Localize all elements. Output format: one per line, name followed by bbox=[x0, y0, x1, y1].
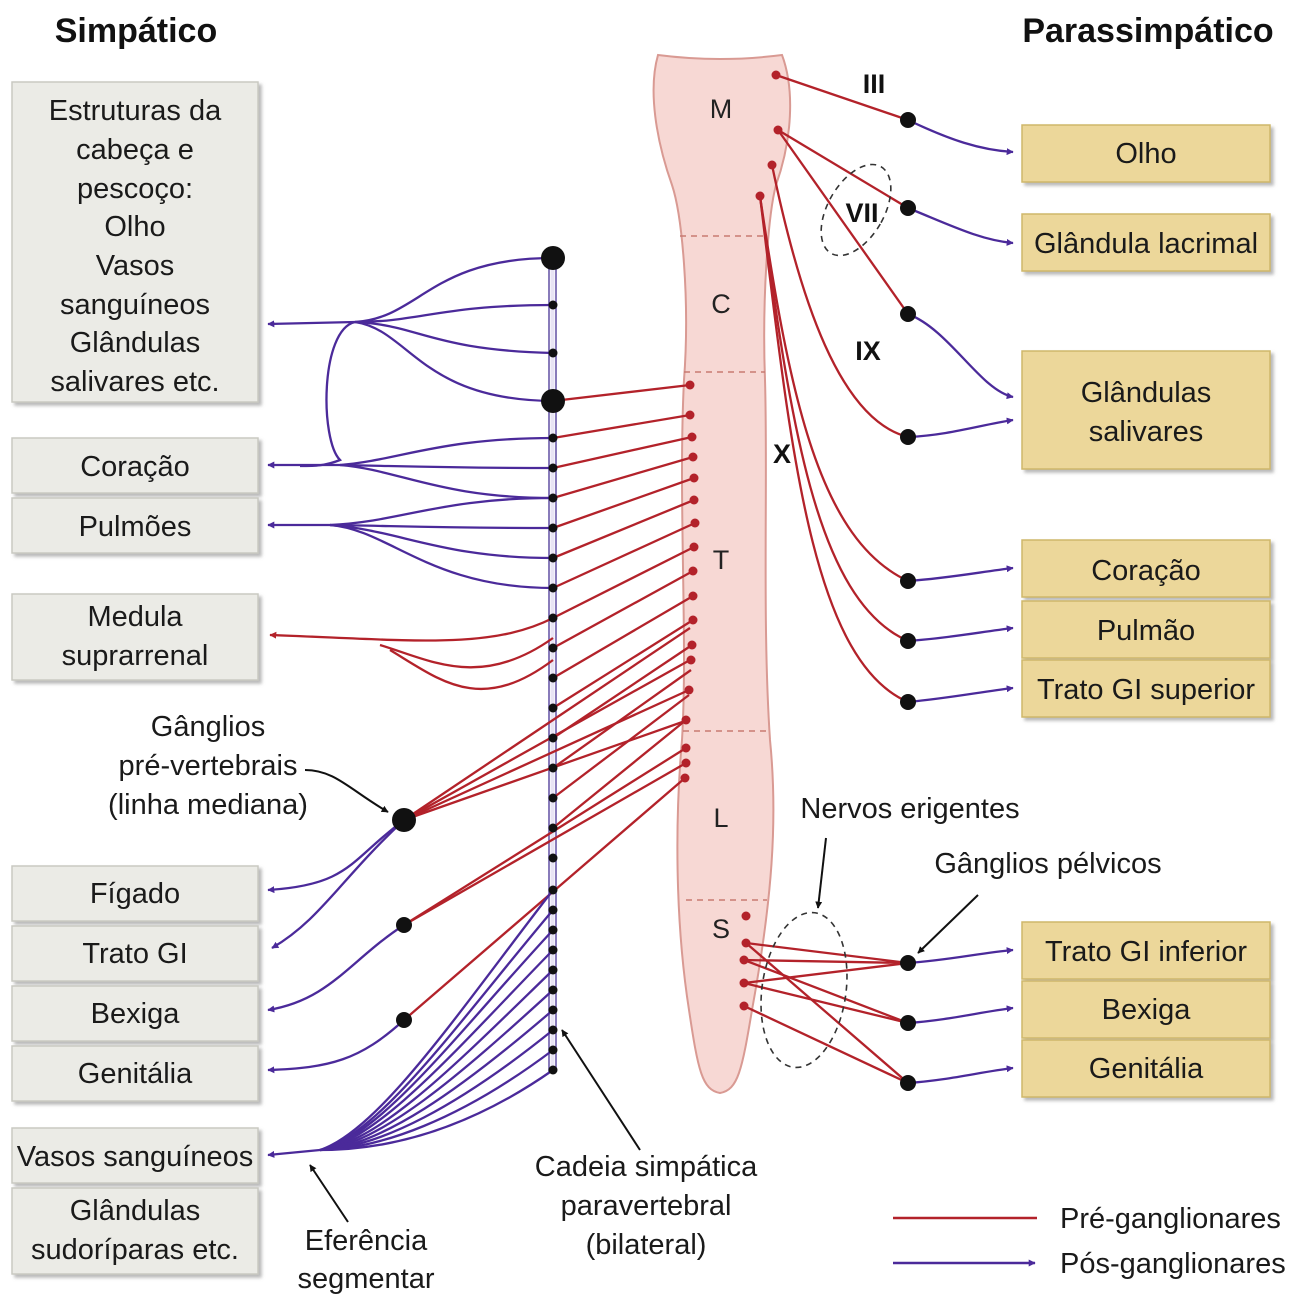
para-eye-label: Olho bbox=[1115, 138, 1176, 170]
chain-label-line-2: paravertebral bbox=[561, 1190, 732, 1222]
erigentes-pointer bbox=[818, 838, 826, 908]
para-lower-gi-label: Trato GI inferior bbox=[1045, 936, 1247, 968]
para-bladder-label: Bexiga bbox=[1102, 994, 1192, 1026]
sym-bladder-label: Bexiga bbox=[91, 998, 181, 1030]
para-salivary-line-2: salivares bbox=[1089, 416, 1203, 448]
segmental-line-1: Eferência bbox=[305, 1225, 428, 1257]
head-neck-line-8: salivares etc. bbox=[50, 366, 219, 398]
segment-label-cervical: C bbox=[711, 289, 731, 319]
erigentes-ellipse bbox=[752, 907, 857, 1073]
head-neck-line-5: Vasos bbox=[96, 250, 174, 282]
pelvic-pointer bbox=[918, 895, 978, 953]
legend-pre-label: Pré-ganglionares bbox=[1060, 1203, 1281, 1235]
parasympathetic-cranial-fibers bbox=[760, 75, 1013, 702]
legend: Pré-ganglionares Pós-ganglionares bbox=[893, 1203, 1286, 1280]
para-lacrimal-label: Glândula lacrimal bbox=[1034, 228, 1258, 260]
head-neck-line-2: cabeça e bbox=[76, 134, 194, 166]
sym-vessels-label: Vasos sanguíneos bbox=[17, 1141, 253, 1173]
parasympathetic-sacral-fibers bbox=[744, 943, 1013, 1083]
head-neck-line-3: pescoço: bbox=[77, 173, 193, 205]
para-genitalia-label: Genitália bbox=[1089, 1053, 1204, 1085]
segment-label-medulla: M bbox=[710, 94, 733, 124]
nerve-label-iii: III bbox=[863, 69, 886, 99]
sympathetic-preganglionic-fibers bbox=[270, 385, 695, 1020]
parasympathetic-header: Parassimpático bbox=[1022, 12, 1273, 50]
sym-sweat-line-1: Glândulas bbox=[70, 1195, 201, 1227]
pelvic-ganglia-label: Gânglios pélvicos bbox=[934, 848, 1161, 880]
erigentes-label: Nervos erigentes bbox=[800, 793, 1019, 825]
sym-gi-label: Trato GI bbox=[82, 938, 187, 970]
parasympathetic-ganglia bbox=[900, 112, 916, 1091]
head-neck-line-4: Olho bbox=[104, 211, 165, 243]
sym-sweat-line-2: sudoríparas etc. bbox=[31, 1234, 239, 1266]
para-heart-label: Coração bbox=[1091, 555, 1201, 587]
segmental-line-2: segmentar bbox=[297, 1263, 434, 1295]
sym-heart-label: Coração bbox=[80, 451, 190, 483]
prevertebral-pointer bbox=[305, 770, 388, 812]
prevertebral-line-3: (linha mediana) bbox=[108, 789, 308, 821]
segment-label-sacral: S bbox=[712, 914, 730, 944]
sym-genitalia-label: Genitália bbox=[78, 1058, 193, 1090]
segment-label-lumbar: L bbox=[713, 803, 728, 833]
head-neck-line-6: sanguíneos bbox=[60, 289, 210, 321]
legend-post-label: Pós-ganglionares bbox=[1060, 1248, 1286, 1280]
sym-adrenal-line-1: Medula bbox=[87, 601, 183, 633]
chain-label-line-1: Cadeia simpática bbox=[535, 1151, 758, 1183]
sym-liver-label: Fígado bbox=[90, 878, 180, 910]
nerve-label-x: X bbox=[773, 439, 791, 469]
prevertebral-line-1: Gânglios bbox=[151, 711, 265, 743]
sympathetic-header: Simpático bbox=[55, 12, 217, 50]
nerve-label-ix: IX bbox=[855, 336, 881, 366]
chain-pointer bbox=[562, 1030, 640, 1150]
para-lung-label: Pulmão bbox=[1097, 615, 1195, 647]
segment-label-thoracic: T bbox=[713, 545, 730, 575]
prevertebral-ganglia bbox=[392, 808, 416, 1028]
prevertebral-line-2: pré-vertebrais bbox=[119, 750, 298, 782]
sym-adrenal-line-2: suprarrenal bbox=[62, 640, 209, 672]
sym-lungs-label: Pulmões bbox=[79, 511, 192, 543]
head-neck-line-1: Estruturas da bbox=[49, 95, 222, 127]
nerve-label-vii: VII bbox=[845, 198, 878, 228]
chain-label-line-3: (bilateral) bbox=[586, 1229, 707, 1261]
para-upper-gi-label: Trato GI superior bbox=[1037, 674, 1255, 706]
head-neck-line-7: Glândulas bbox=[70, 327, 201, 359]
segmental-pointer bbox=[310, 1165, 348, 1222]
para-salivary-line-1: Glândulas bbox=[1081, 377, 1212, 409]
